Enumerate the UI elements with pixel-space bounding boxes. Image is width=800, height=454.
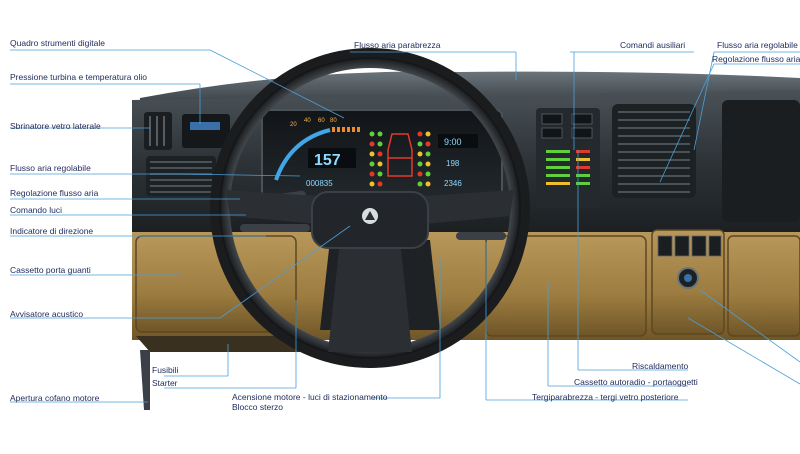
label-airflow-control-left: Regolazione flusso aria: [10, 188, 99, 198]
label-windshield-airflow: Flusso aria parabrezza: [354, 40, 441, 50]
tach-mark-60: 60: [318, 118, 325, 124]
passenger-panel: [722, 100, 800, 222]
wheel-spoke-left: [226, 190, 318, 224]
trip2-readout: 2346: [444, 179, 462, 188]
label-radio-compartment: Cassetto autoradio - portaoggetti: [574, 377, 698, 387]
speed-readout: 157: [314, 152, 341, 169]
warning-lights: [369, 131, 431, 187]
turn-signal-stalk: [240, 224, 310, 232]
heater-led-bars: [546, 150, 590, 185]
tach-mark-20: 20: [290, 122, 297, 128]
trip-readout: 198: [446, 159, 460, 168]
turbo-gauge: [190, 122, 220, 130]
odometer-readout: 000835: [306, 179, 333, 188]
auxiliary-switches: [541, 113, 593, 139]
wheel-spoke-right: [424, 190, 514, 224]
label-horn: Avvisatore acustico: [10, 309, 84, 319]
right-vent-slats: [618, 111, 690, 193]
tachometer-arc: [274, 128, 331, 181]
label-auxiliary-controls: Comandi ausiliari: [620, 40, 686, 50]
label-adjustable-airflow-right: Flusso aria regolabile: [717, 40, 798, 50]
leader-lines: [10, 49, 800, 403]
label-ignition: Acensione motore - luci di stazionamento: [232, 392, 388, 402]
label-hood-release: Apertura cofano motore: [10, 393, 100, 403]
label-side-defroster: Sbrinatore vetro laterale: [10, 121, 101, 131]
label-steering-lock: Blocco sterzo: [232, 402, 284, 412]
label-wipers: Tergiparabrezza - tergi vetro posteriore: [532, 392, 679, 402]
right-lower-panel: [727, 235, 800, 337]
steering-wheel-outline: [219, 57, 521, 359]
label-fuses: Fusibili: [152, 365, 179, 375]
hood-release-lever: [140, 350, 150, 410]
tach-mark-80: 80: [330, 118, 337, 124]
car-status-diagram: [387, 133, 413, 177]
heating-buttons: [657, 235, 722, 257]
tach-redline: [332, 127, 360, 132]
label-heating: Riscaldamento: [632, 361, 689, 371]
speed-display: [308, 148, 356, 168]
wheel-spoke-bottom: [328, 240, 412, 352]
heating-knob-center: [684, 274, 692, 282]
side-vent-slats: [149, 116, 165, 146]
label-light-control: Comando luci: [10, 205, 62, 215]
label-digital-instrument-cluster: Quadro strumenti digitale: [10, 38, 105, 48]
label-turn-indicator: Indicatore di direzione: [10, 226, 94, 236]
clock-readout: 9:00: [444, 137, 462, 147]
label-starter: Starter: [152, 378, 178, 388]
clock-display: [438, 134, 478, 148]
label-turbo-pressure: Pressione turbina e temperatura olio: [10, 72, 148, 82]
wiper-stalk: [456, 232, 506, 240]
label-glove-box: Cassetto porta guanti: [10, 265, 91, 275]
brand-logo-mark: [365, 211, 375, 220]
turbo-gauge-panel: [182, 114, 230, 148]
instrument-cluster: [261, 109, 503, 203]
glovebox-edge: [136, 336, 300, 352]
label-airflow-control-right: Regolazione flusso aria: [712, 54, 800, 64]
label-adjustable-airflow-left: Flusso aria regolabile: [10, 163, 91, 173]
tach-mark-40: 40: [304, 118, 311, 124]
